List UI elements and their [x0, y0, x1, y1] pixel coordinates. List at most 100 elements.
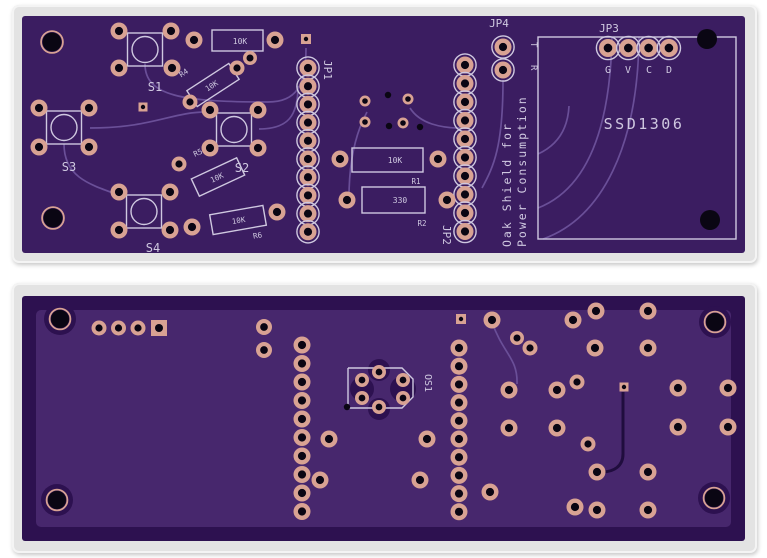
copper-trace	[537, 36, 613, 209]
pad-hole	[454, 507, 464, 516]
pad-hole	[405, 96, 411, 102]
pad-hole	[460, 190, 470, 199]
silkscreen-label: JP2	[440, 225, 453, 245]
via	[384, 91, 392, 99]
via	[416, 123, 424, 131]
pad-hole	[400, 120, 406, 126]
pad-hole	[358, 376, 366, 384]
button-cap-outline	[220, 115, 248, 144]
mount-hole	[42, 32, 62, 52]
pad-hole	[114, 225, 124, 235]
pad-hole	[114, 26, 124, 36]
pad-hole	[303, 82, 313, 91]
silkscreen-label: JP3	[599, 22, 619, 35]
pad-hole	[460, 60, 470, 70]
silkscreen-label: Power Consumption	[515, 95, 529, 247]
pad-hole	[166, 26, 176, 36]
pad-hole	[260, 346, 268, 354]
pad-hole	[205, 143, 215, 153]
pad-hole	[297, 340, 307, 350]
pad-hole	[303, 191, 313, 200]
pad-hole	[723, 383, 733, 393]
pad-hole	[362, 119, 368, 125]
pad-hole	[590, 343, 600, 353]
copper-trace	[491, 321, 518, 385]
pad-hole	[664, 43, 674, 53]
pad-hole	[644, 43, 653, 53]
pcb-back-render-panel: OS1	[12, 283, 757, 553]
silkscreen-label: R2	[417, 219, 426, 228]
silkscreen-text-layer: OS1	[422, 374, 433, 392]
pad-hole	[526, 344, 534, 352]
pad-hole	[84, 103, 94, 113]
pad-hole	[673, 422, 683, 432]
pad-hole	[272, 207, 282, 217]
mount-hole	[51, 310, 69, 328]
button-outline	[45, 110, 83, 145]
button-outline	[215, 112, 253, 147]
copper-trace	[258, 85, 299, 130]
pad-hole	[570, 502, 580, 512]
pad-hole	[399, 376, 407, 384]
mount-hole-ring	[45, 488, 69, 512]
silkscreen-label: OS1	[422, 374, 433, 392]
pad-hole	[504, 385, 514, 395]
pad-hole	[342, 195, 352, 205]
pad-hole	[498, 42, 508, 52]
pad-hole	[552, 385, 562, 395]
copper-trace	[409, 107, 461, 129]
pad-hole	[303, 63, 313, 73]
pad-hole	[568, 315, 578, 325]
silkscreen-outline	[361, 186, 426, 214]
pad-hole	[175, 160, 183, 168]
silkscreen-label: R6	[252, 230, 263, 241]
pad-hole	[187, 222, 197, 232]
pad-hole	[643, 467, 653, 477]
mount-hole	[700, 210, 720, 230]
pad-hole	[460, 171, 470, 181]
silkscreen-layer	[45, 29, 737, 240]
square-pad-hole	[140, 104, 146, 110]
pad-hole	[485, 487, 495, 497]
pad-hole	[246, 54, 254, 62]
pcb-front-board: S1S2S3S410K10K10K10K10K330R4R5R6R1R2JP1J…	[22, 16, 745, 253]
pad-hole	[584, 440, 592, 448]
traces-layer	[491, 321, 625, 474]
copper-trace	[537, 105, 570, 155]
pad-hole	[454, 489, 464, 498]
pad-hole	[552, 423, 562, 433]
pad-hole	[189, 35, 199, 45]
pad-hole	[324, 434, 334, 444]
silkscreen-label: SSD1306	[604, 115, 685, 133]
silkscreen-label: R5	[192, 147, 204, 159]
pad-hole	[460, 79, 470, 88]
pad-hole	[454, 343, 464, 353]
pad-hole	[297, 488, 307, 498]
mount-hole-ring	[41, 206, 65, 230]
header-silk-ring	[296, 219, 320, 244]
pad-hole	[315, 475, 325, 485]
pad-hole	[513, 334, 521, 342]
pad-hole	[454, 471, 464, 480]
pad-hole	[375, 403, 383, 411]
button-outline	[126, 32, 164, 67]
pad-hole	[487, 315, 497, 325]
pad-hole	[504, 423, 514, 433]
silkscreen-outline	[208, 204, 268, 236]
pad-hole	[134, 324, 142, 332]
header-silk-ring	[491, 58, 515, 82]
square-pad-hole	[303, 36, 309, 42]
pad-hole	[454, 362, 464, 371]
silkscreen-label: S2	[235, 161, 249, 175]
silkscreen-label: R	[528, 65, 538, 71]
pad-hole	[270, 35, 280, 45]
pad-hole	[297, 377, 307, 387]
pad-hole	[303, 154, 313, 164]
pad-hole	[297, 359, 307, 368]
pad-hole	[114, 324, 123, 332]
pad-hole	[454, 380, 464, 389]
pad-hole	[592, 505, 602, 515]
mount-hole-ring	[702, 486, 726, 510]
copper-trace	[601, 392, 625, 474]
